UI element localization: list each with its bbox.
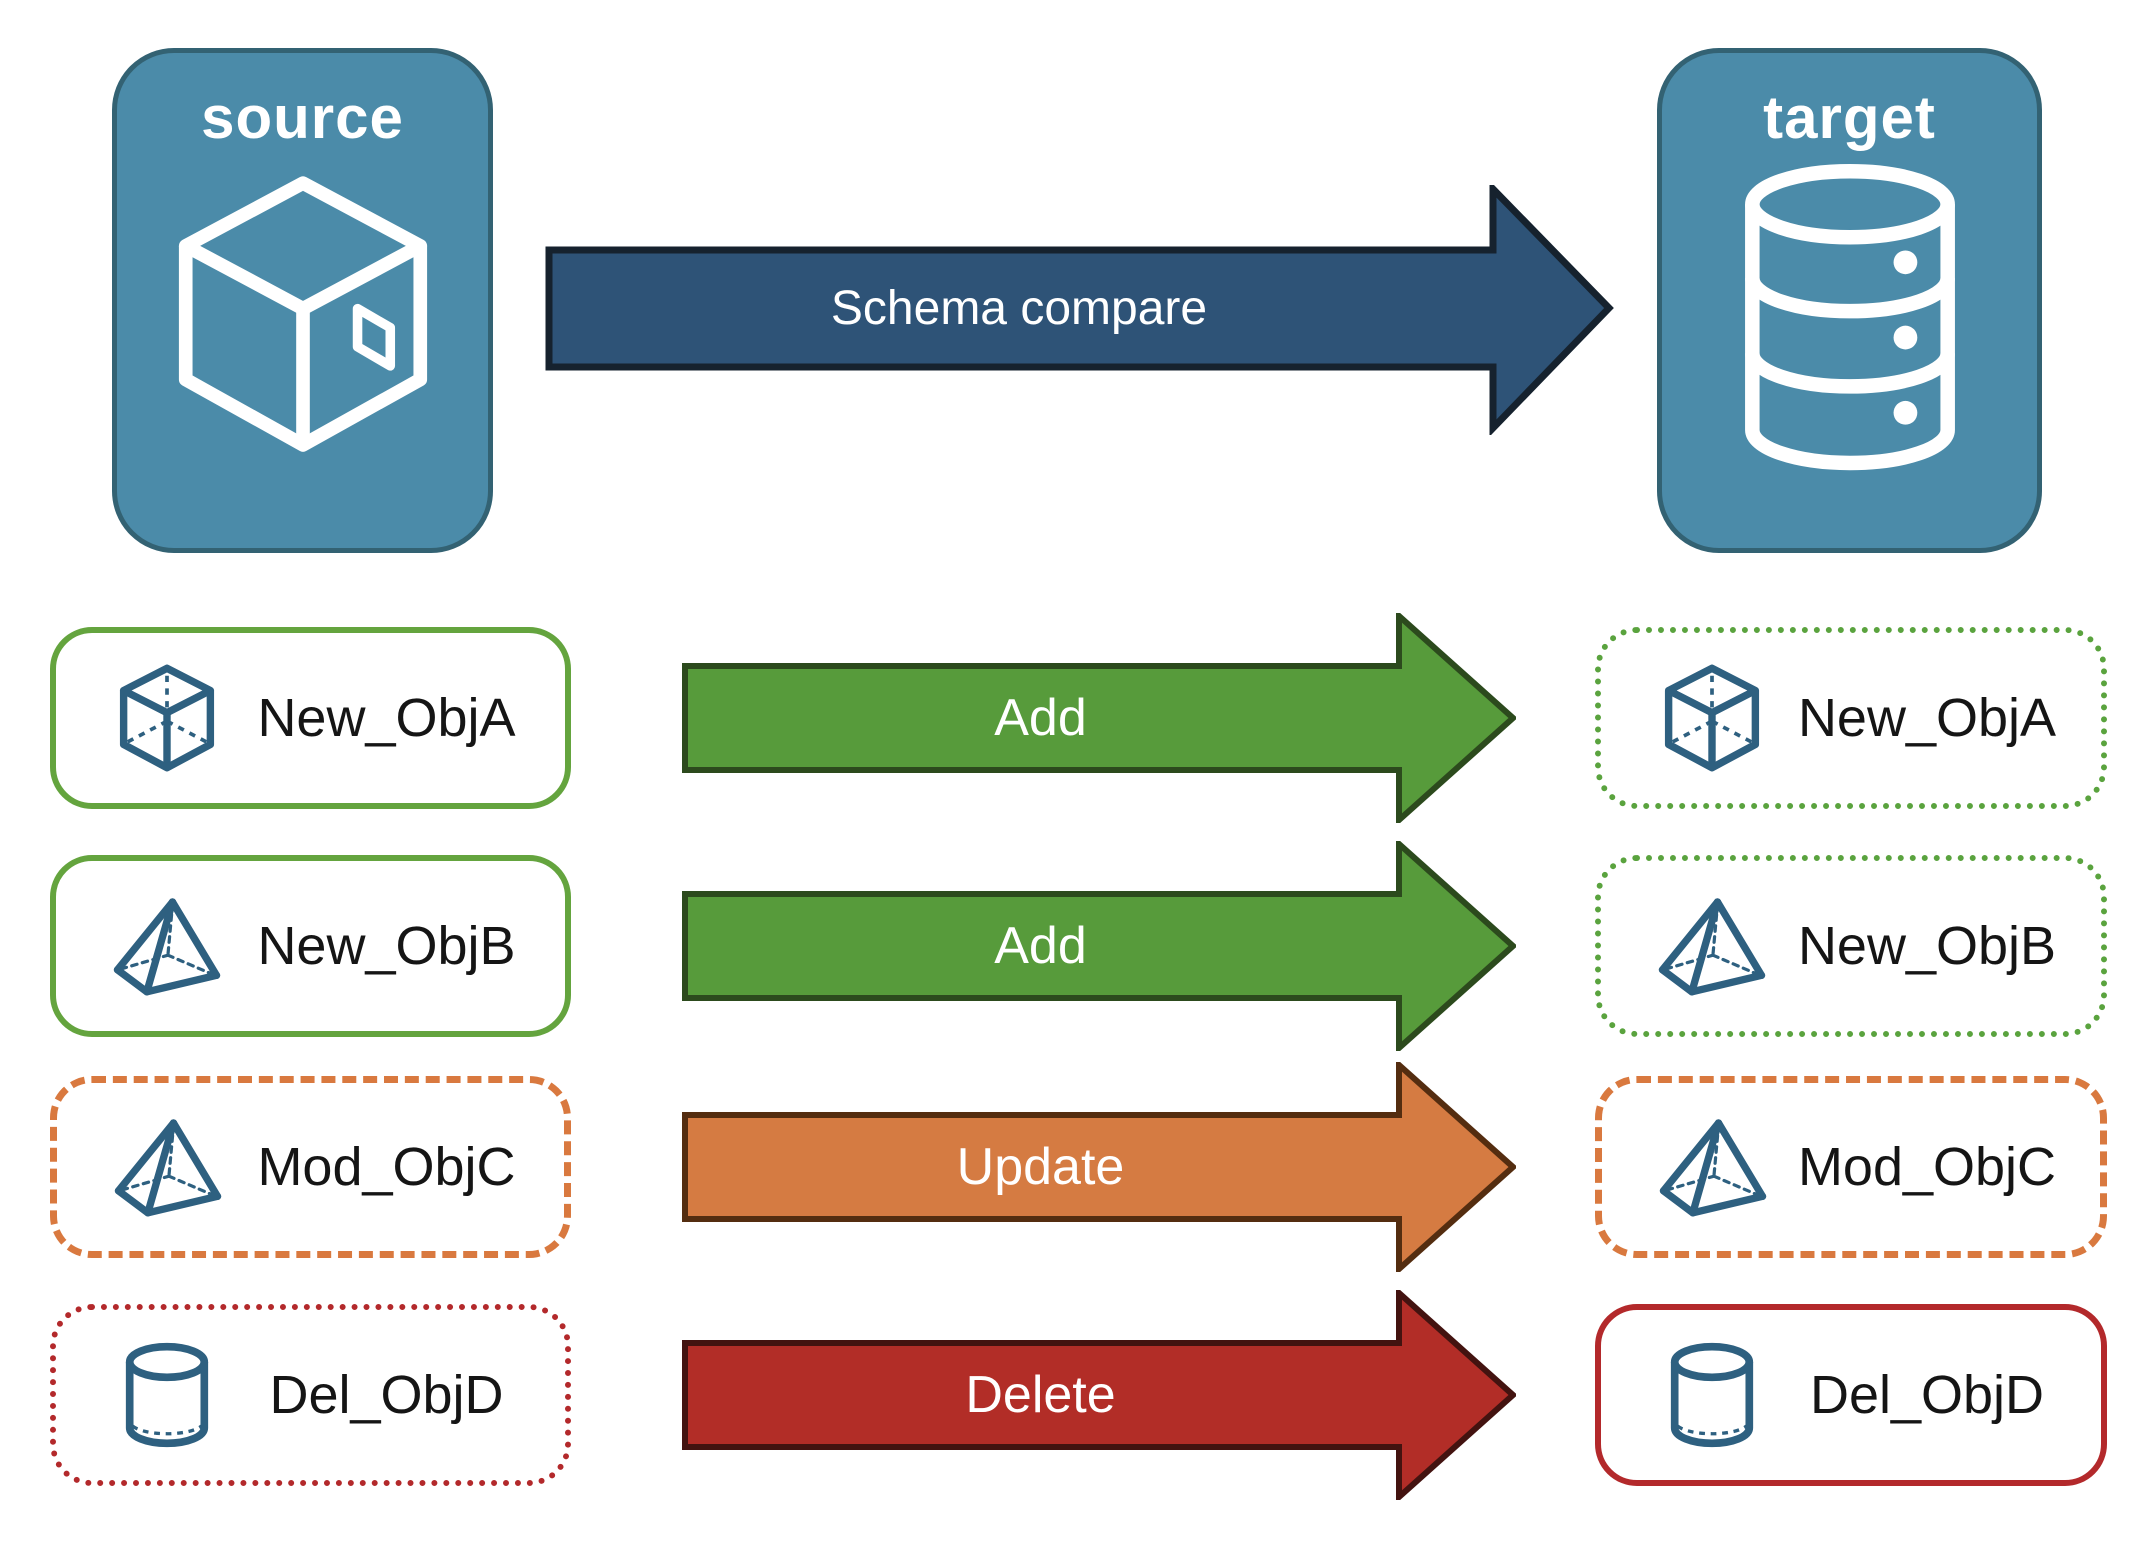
- target-badge-title: target: [1763, 84, 1936, 151]
- update-arrow: [682, 1062, 1516, 1272]
- source-object-label: Mod_ObjC: [257, 1137, 516, 1197]
- delete-arrow: [682, 1290, 1516, 1500]
- cube-icon: [112, 663, 222, 773]
- source-object-label: New_ObjB: [257, 916, 516, 976]
- target-object-label: Del_ObjD: [1809, 1365, 2045, 1425]
- source-badge: source: [112, 48, 493, 553]
- schema-compare-arrow-label: Schema compare: [830, 282, 1208, 335]
- source-object-box-new-objb: New_ObjB: [50, 855, 571, 1037]
- source-object-box-new-obja: New_ObjA: [50, 627, 571, 809]
- target-object-box-mod-objc: Mod_ObjC: [1595, 1076, 2107, 1258]
- delete-arrow-label: Delete: [965, 1366, 1116, 1424]
- source-badge-title: source: [201, 84, 404, 151]
- target-badge: target: [1657, 48, 2042, 553]
- schema-compare-arrow: [545, 185, 1614, 435]
- database-icon: [1736, 162, 1964, 492]
- source-object-label: Del_ObjD: [269, 1365, 504, 1425]
- add-arrow-label: Add: [994, 689, 1087, 747]
- target-object-label: New_ObjA: [1797, 688, 2057, 748]
- pyramid-icon: [113, 1112, 223, 1222]
- target-object-box-del-objd: Del_ObjD: [1595, 1304, 2107, 1486]
- cylinder-icon: [1657, 1340, 1767, 1450]
- source-object-box-mod-objc: Mod_ObjC: [50, 1076, 571, 1258]
- target-object-box-new-objb: New_ObjB: [1595, 855, 2107, 1037]
- cube-icon: [1657, 663, 1767, 773]
- add-arrow: [682, 841, 1516, 1051]
- add-arrow-label: Add: [994, 917, 1087, 975]
- pyramid-icon: [112, 891, 222, 1001]
- target-object-label: New_ObjB: [1797, 916, 2057, 976]
- target-object-box-new-obja: New_ObjA: [1595, 627, 2107, 809]
- package-3d-icon: [153, 162, 453, 492]
- cylinder-icon: [112, 1340, 222, 1450]
- pyramid-icon: [1657, 891, 1767, 1001]
- source-object-label: New_ObjA: [257, 688, 516, 748]
- update-arrow-label: Update: [956, 1138, 1125, 1196]
- target-object-label: Mod_ObjC: [1797, 1137, 2057, 1197]
- add-arrow: [682, 613, 1516, 823]
- pyramid-icon: [1658, 1112, 1768, 1222]
- source-object-box-del-objd: Del_ObjD: [50, 1304, 571, 1486]
